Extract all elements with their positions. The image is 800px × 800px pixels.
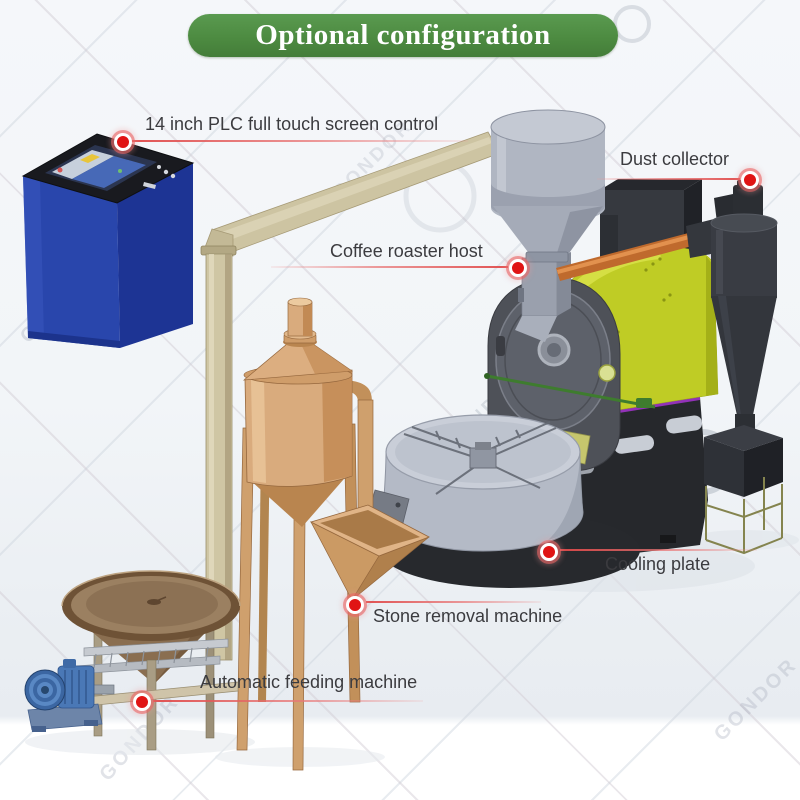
bean-hopper — [490, 109, 606, 263]
marker-dot-dust — [741, 171, 759, 189]
marker-dot-feeding — [133, 693, 151, 711]
marker-dot-cooling — [540, 543, 558, 561]
marker-dot-roaster — [509, 259, 527, 277]
marker-dot-plc — [114, 133, 132, 151]
collection-box — [704, 425, 783, 451]
control-cabinet — [21, 133, 195, 348]
watermark-text: GONDOR — [710, 654, 800, 746]
page-title: Optional configuration — [255, 19, 551, 51]
leader-line-feeding — [153, 700, 423, 702]
leader-line-roaster — [271, 266, 508, 268]
feeding-machine — [24, 570, 241, 751]
drop-chute — [521, 257, 558, 317]
label-plc: 14 inch PLC full touch screen control — [145, 114, 439, 134]
title-banner: Optional configuration — [188, 14, 618, 57]
label-feeding-machine: Automatic feeding machine — [200, 672, 418, 692]
cyclone-stand — [705, 477, 783, 555]
sampler-rod — [486, 374, 656, 409]
cooling-plate-tray — [368, 414, 640, 588]
leader-line-cooling — [560, 549, 757, 551]
leader-line-stone — [366, 601, 541, 603]
feeder-cone — [66, 602, 236, 684]
label-dust-collector: Dust collector — [620, 149, 730, 169]
label-roaster: Coffee roaster host — [330, 241, 483, 261]
stirrer-arms — [403, 421, 557, 495]
leader-line-dust — [597, 178, 740, 180]
dust-collector-cyclone — [704, 180, 783, 555]
stone-removal-tower — [236, 297, 430, 771]
label-cooling-plate: Cooling plate — [605, 554, 711, 574]
label-stone-removal: Stone removal machine — [373, 606, 563, 626]
marker-dot-stone — [346, 596, 364, 614]
leader-line-plc — [132, 140, 468, 142]
